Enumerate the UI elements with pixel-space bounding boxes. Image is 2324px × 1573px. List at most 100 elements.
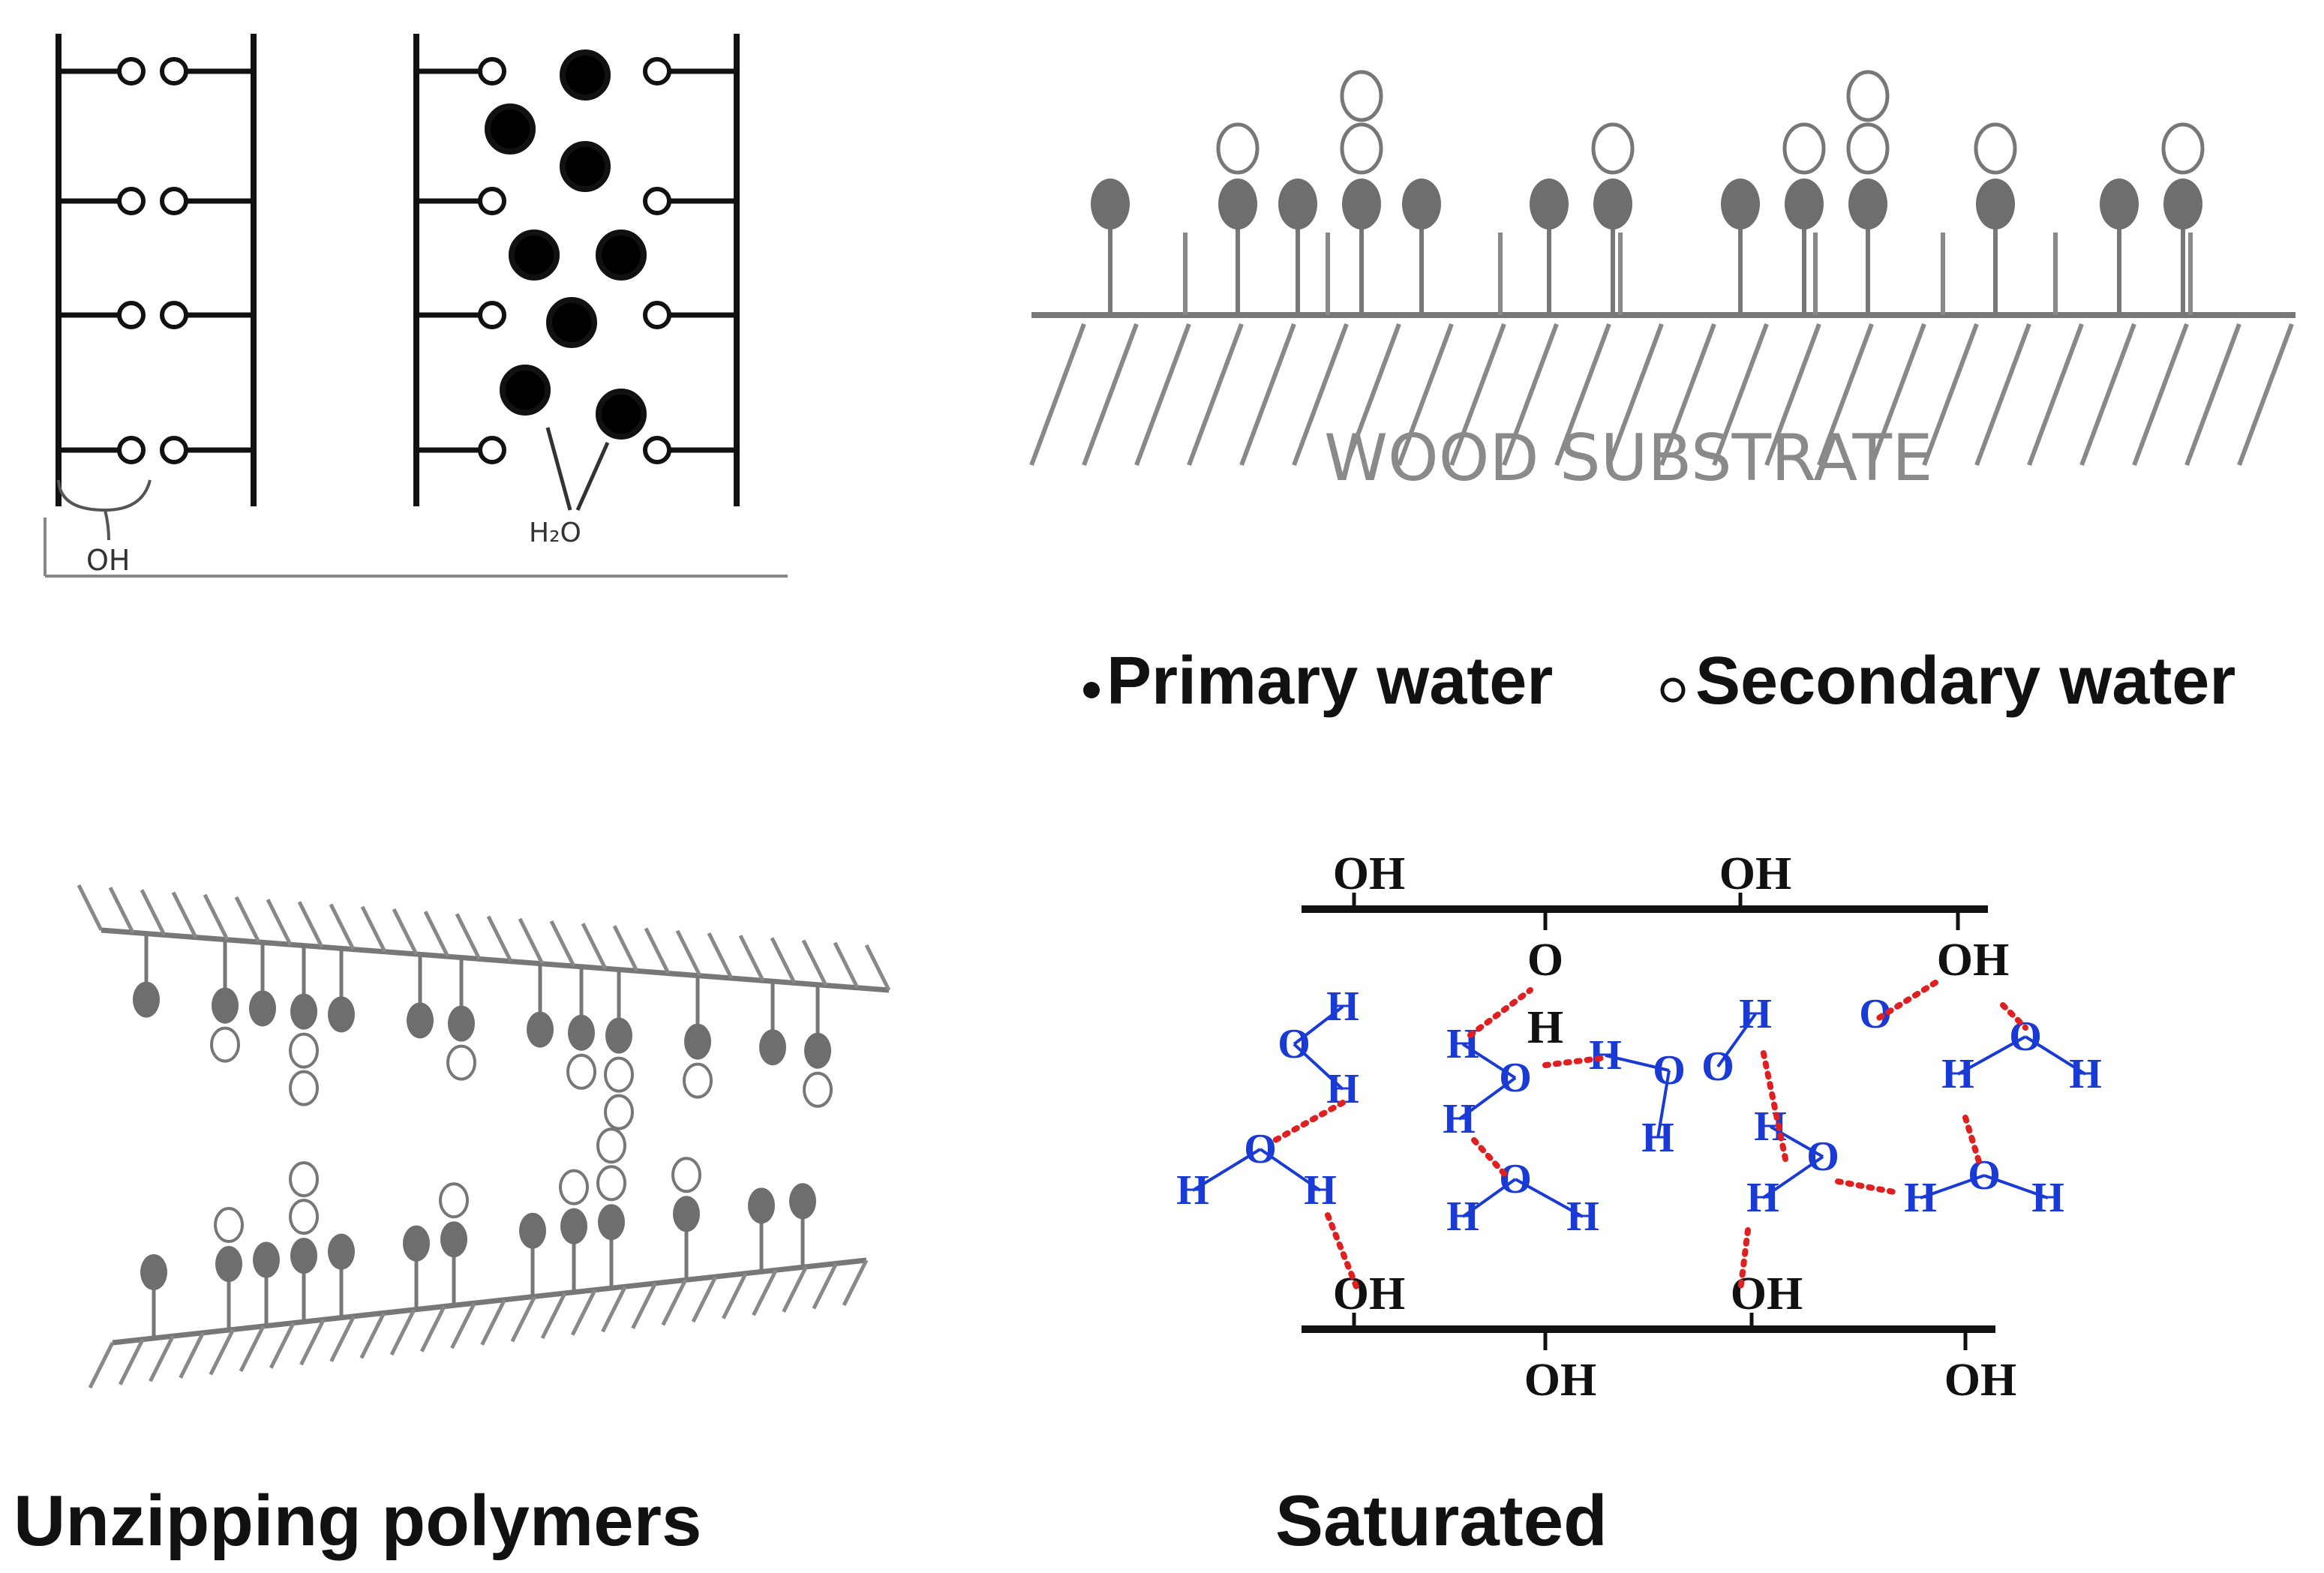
surface-hatch xyxy=(450,1302,476,1349)
surface-hatch xyxy=(359,1312,386,1359)
surface-hatch xyxy=(631,1282,657,1329)
surface-hatch xyxy=(88,1341,115,1389)
water-molecule xyxy=(509,230,560,281)
covalent-bond xyxy=(1770,1125,1824,1158)
legend: Primary water Secondary water xyxy=(1083,644,2235,719)
surface-hatch xyxy=(661,1279,688,1326)
hydrogen-bond xyxy=(1325,1212,1361,1293)
primary-water xyxy=(249,990,276,1027)
primary-water xyxy=(1976,179,2015,230)
hydroxyl-group xyxy=(160,301,188,329)
surface-hatch xyxy=(203,893,230,941)
primary-water xyxy=(748,1187,775,1224)
surface-hatch xyxy=(782,1265,808,1313)
surface-hatch xyxy=(118,1338,145,1385)
water-oxygen: O xyxy=(2009,1013,2042,1060)
primary-water xyxy=(519,1212,546,1249)
secondary-water xyxy=(446,1044,476,1081)
secondary-water xyxy=(596,1165,626,1202)
water-hydrogen: H xyxy=(1566,1193,1599,1240)
water-oxygen: O xyxy=(1499,1055,1532,1101)
primary-water xyxy=(804,1032,831,1069)
surface-hatch xyxy=(77,884,104,932)
substrate-hatch xyxy=(2184,323,2241,467)
substrate-hatch xyxy=(1659,323,1716,467)
hydroxyl-group xyxy=(117,301,146,329)
surface-hatch xyxy=(581,923,608,970)
secondary-water xyxy=(596,1127,626,1164)
hydroxyl-group: OH xyxy=(1333,1268,1405,1319)
hydroxyl-group xyxy=(117,57,146,86)
hydrogen-bond xyxy=(2000,1002,2028,1031)
hydroxyl-group xyxy=(643,436,671,464)
surface-hatch xyxy=(675,929,702,977)
secondary-water xyxy=(289,1199,319,1235)
water-molecule xyxy=(560,141,611,192)
covalent-bond xyxy=(1761,1155,1824,1199)
substrate-hatch xyxy=(1344,323,1401,467)
caption-saturated: Saturated xyxy=(1275,1481,1608,1561)
panel-c-unzipping-polymers xyxy=(77,884,891,1389)
substrate-hatch xyxy=(2237,323,2294,467)
surface-hatch xyxy=(423,911,450,958)
water-hydrogen: H xyxy=(1641,1115,1674,1161)
water-hydrogen: H xyxy=(1326,983,1359,1030)
surface-hatch xyxy=(360,905,387,953)
secondary-water xyxy=(671,1157,701,1193)
substrate-hatch xyxy=(2132,323,2189,467)
surface-hatch xyxy=(770,937,797,984)
hydrogen-bond xyxy=(1760,1047,1788,1162)
primary-water xyxy=(2163,179,2202,230)
primary-water xyxy=(328,996,355,1033)
primary-water xyxy=(1721,179,1760,230)
h2o-label: H₂O xyxy=(529,518,581,548)
substrate-hatch xyxy=(1502,323,1559,467)
water-oxygen: O xyxy=(1701,1043,1734,1090)
secondary-water xyxy=(1216,122,1260,175)
primary-water xyxy=(407,1002,434,1039)
primary-water xyxy=(568,1014,595,1051)
hydroxyl-group xyxy=(117,436,146,464)
surface-hatch xyxy=(691,1275,718,1323)
water-oxygen: O xyxy=(1499,1156,1532,1202)
water-hydrogen: H xyxy=(1446,1193,1479,1240)
hydroxyl-group: OH xyxy=(1719,848,1791,899)
primary-water xyxy=(133,981,160,1018)
primary-water xyxy=(1218,179,1257,230)
secondary-water xyxy=(1782,122,1826,175)
primary-water xyxy=(212,987,239,1024)
secondary-water xyxy=(559,1169,589,1205)
primary-water-marker xyxy=(1083,682,1100,698)
primary-water xyxy=(1402,179,1441,230)
water-oxygen: O xyxy=(1653,1047,1686,1094)
primary-water xyxy=(1091,179,1130,230)
surface-hatch xyxy=(833,941,860,989)
hydroxyl-group xyxy=(643,187,671,215)
hydrogen-bond xyxy=(1872,980,1938,1023)
hydroxyl-group xyxy=(160,57,188,86)
primary-water xyxy=(140,1253,167,1290)
water-oxygen: O xyxy=(1968,1152,2001,1199)
covalent-bond xyxy=(1293,1043,1344,1091)
surface-hatch xyxy=(269,1322,296,1369)
water-hydrogen: H xyxy=(1176,1167,1209,1214)
water-hydrogen: H xyxy=(1446,1021,1479,1067)
secondary-water xyxy=(1340,70,1383,122)
secondary-water xyxy=(210,1026,240,1063)
substrate-hatch xyxy=(1817,323,1874,467)
secondary-water xyxy=(803,1071,833,1108)
hydroxyl-group xyxy=(478,436,506,464)
caption-unzipping-polymers: Unzipping polymers xyxy=(14,1481,701,1561)
primary-water xyxy=(1785,179,1824,230)
covalent-bond xyxy=(1458,1076,1517,1121)
substrate-hatch xyxy=(1082,323,1139,467)
primary-water xyxy=(1530,179,1569,230)
covalent-bond xyxy=(1656,1070,1671,1139)
panel-a-polymer-chains xyxy=(44,34,788,578)
surface-hatch xyxy=(612,925,639,972)
surface-hatch xyxy=(239,1325,266,1373)
substrate-hatch xyxy=(1764,323,1821,467)
surface-hatch xyxy=(329,903,356,950)
water-oxygen: O xyxy=(1278,1021,1311,1067)
